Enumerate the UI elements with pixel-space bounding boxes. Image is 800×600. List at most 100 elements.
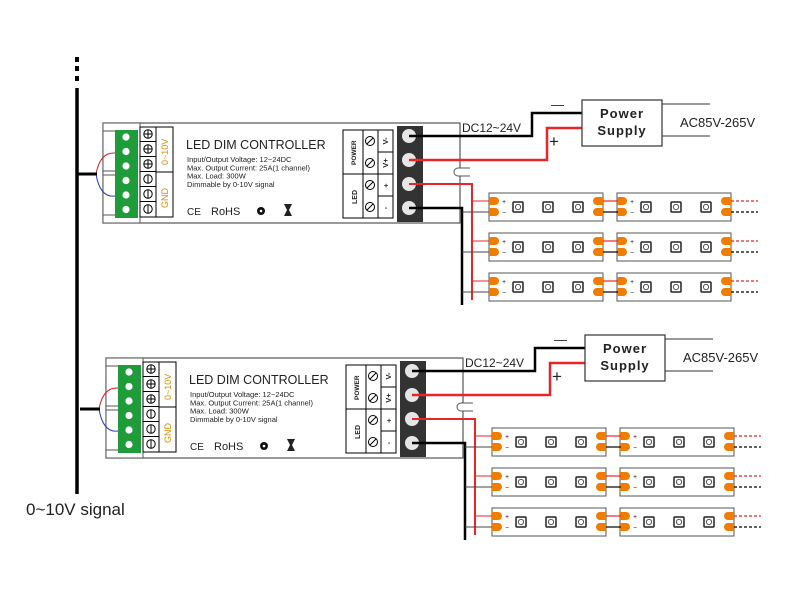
pad-plus-label: + [630, 279, 634, 286]
pad-minus-label: − [502, 210, 506, 217]
wire-led-minus [409, 206, 464, 305]
led-lens [577, 478, 585, 486]
power-supply-label-line1: Power [600, 106, 644, 121]
pad-minus-label: − [502, 290, 506, 297]
pad-minus-label: − [633, 445, 637, 452]
terminal-pin [125, 411, 133, 420]
controller-title: LED DIM CONTROLLER [189, 373, 329, 387]
signal-wire-negative [98, 408, 119, 432]
solder-pad-plus-out [724, 432, 734, 440]
screw-icon [368, 393, 378, 403]
gear-icon-hole [259, 209, 263, 213]
led-chip [670, 241, 682, 253]
pad-plus-label: + [502, 279, 506, 286]
terminal-pin [122, 162, 130, 170]
led-lens [642, 243, 650, 251]
screw-icon [146, 364, 156, 374]
output-terminal-label: V- [384, 372, 393, 380]
screw-slot [369, 372, 377, 380]
solder-pad-minus [492, 443, 502, 451]
pad-plus-label: + [502, 199, 506, 206]
gear-icon-hole [262, 444, 266, 448]
power-supply-label-line2: Supply [597, 123, 646, 138]
solder-pad-plus-out [721, 277, 731, 285]
solder-pad-plus [617, 277, 627, 285]
rohs-mark: RoHS [214, 441, 243, 453]
solder-pad-minus [617, 208, 627, 216]
pad-minus-label: − [630, 210, 634, 217]
spec-line: Input/Output Voltage: 12~24DC [187, 155, 292, 164]
output-group-label-led: LED [352, 190, 359, 204]
solder-pad-minus-out [721, 208, 731, 216]
solder-pad-minus [617, 248, 627, 256]
led-lens [547, 478, 555, 486]
led-chip [643, 516, 655, 528]
solder-pad-plus [489, 237, 499, 245]
pad-minus-label: − [633, 525, 637, 532]
output-terminal-label: V+ [381, 158, 390, 168]
solder-pad-minus-out [724, 483, 734, 491]
led-chip [643, 436, 655, 448]
power-supply-label-line2: Supply [600, 358, 649, 373]
wire-led-plus [409, 183, 473, 300]
solder-pad-minus-out [593, 288, 603, 296]
solder-pad-plus [492, 472, 502, 480]
terminal-pin [122, 147, 130, 156]
spec-line: Max. Output Current: 25A(1 channel) [187, 163, 310, 172]
solder-pad-minus [492, 483, 502, 491]
pad-plus-label: + [505, 514, 509, 521]
spec-line: Max. Output Current: 25A(1 channel) [190, 398, 313, 407]
solder-pad-plus [620, 472, 630, 480]
led-lens [517, 438, 525, 446]
solder-pad-minus-out [596, 483, 606, 491]
solder-pad-plus-out [724, 512, 734, 520]
controller-title: LED DIM CONTROLLER [186, 138, 326, 152]
led-chip [512, 281, 524, 293]
led-chip [512, 241, 524, 253]
dc-voltage-label: DC12~24V [465, 356, 524, 370]
screw-icon [368, 437, 378, 447]
solder-pad-minus-out [721, 288, 731, 296]
led-chip [575, 436, 587, 448]
led-chip [640, 201, 652, 213]
led-lens [547, 438, 555, 446]
screw-icon [365, 136, 375, 146]
solder-pad-plus-out [721, 237, 731, 245]
input-group-label-gnd: GND [163, 423, 173, 444]
led-lens [672, 203, 680, 211]
led-chip [575, 476, 587, 488]
pad-minus-label: − [630, 290, 634, 297]
screw-icon [143, 174, 153, 184]
led-lens [645, 518, 653, 526]
terminal-pin [125, 368, 133, 376]
screw-slot [369, 438, 377, 446]
led-lens [672, 243, 680, 251]
wire-v-plus [409, 126, 582, 162]
terminal-pin [122, 191, 130, 199]
led-lens [544, 283, 552, 291]
output-terminal-label: V- [381, 137, 390, 145]
led-chip [673, 476, 685, 488]
screw-icon [146, 439, 156, 449]
solder-pad-plus-out [596, 512, 606, 520]
led-lens [514, 243, 522, 251]
screw-slot [366, 181, 374, 189]
led-chip [512, 201, 524, 213]
led-chip [643, 476, 655, 488]
led-lens [642, 283, 650, 291]
led-chip [670, 281, 682, 293]
terminal-pin [125, 440, 133, 449]
led-chip [703, 516, 715, 528]
rohs-mark: RoHS [211, 206, 240, 218]
led-lens [705, 478, 713, 486]
screw-slot [369, 416, 377, 424]
pad-plus-label: + [633, 514, 637, 521]
spec-line: Max. Load: 300W [187, 172, 247, 181]
signal-wire-negative [95, 173, 116, 197]
led-chip [542, 201, 554, 213]
led-chip [545, 436, 557, 448]
output-terminal-label: + [387, 416, 392, 425]
solder-pad-plus [492, 432, 502, 440]
ce-mark: CE [187, 207, 201, 218]
solder-pad-minus [489, 248, 499, 256]
